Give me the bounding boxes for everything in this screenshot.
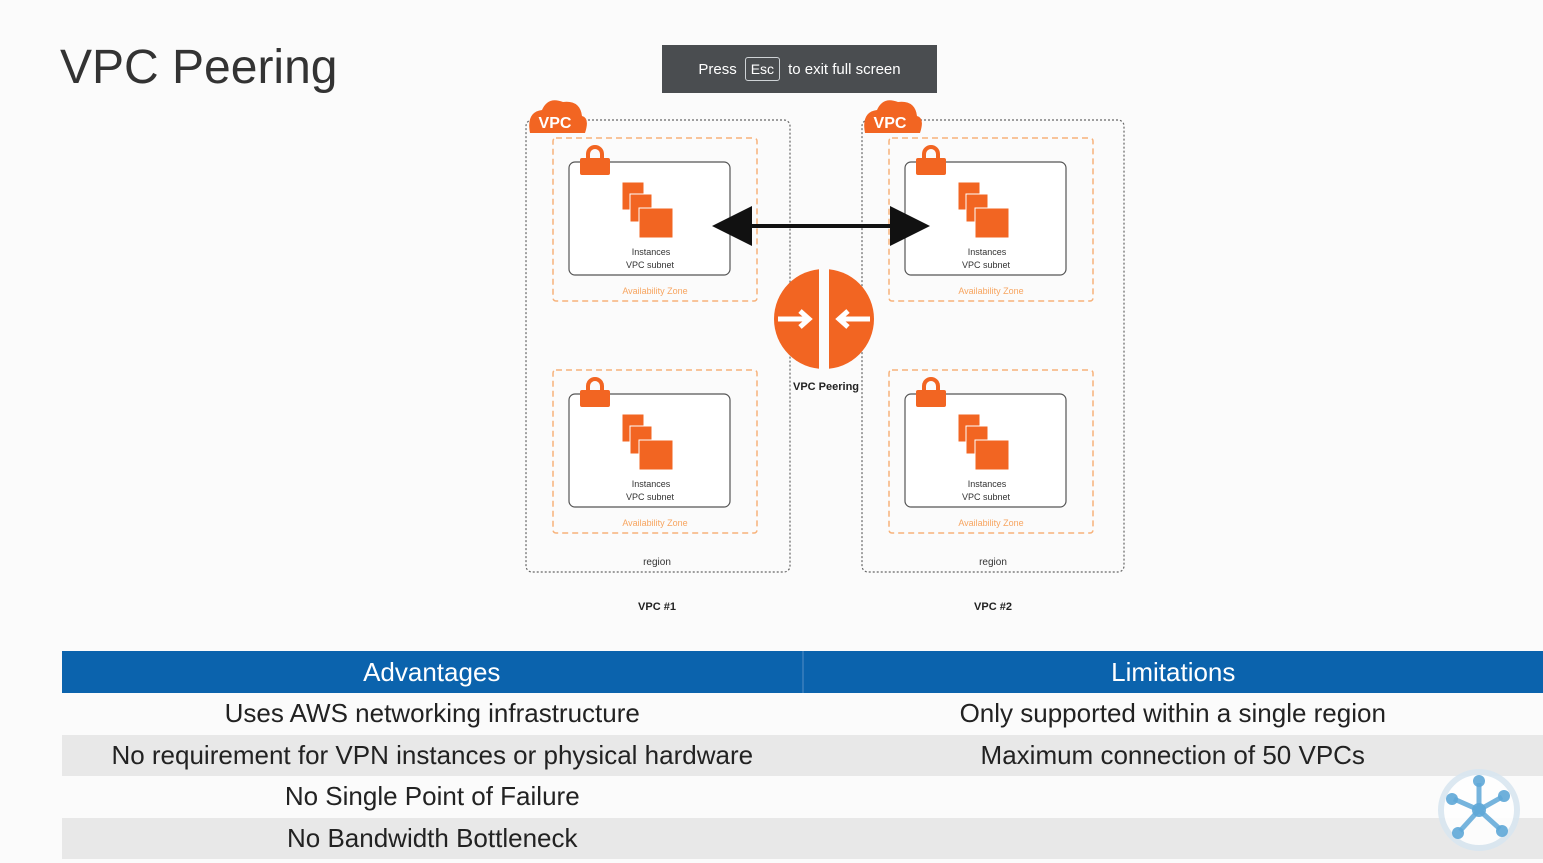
- vpc-2-cloud-icon: VPC: [864, 100, 922, 133]
- table-row: No Bandwidth Bottleneck: [62, 817, 1543, 860]
- vpc-1-region-label: region: [643, 557, 671, 568]
- advantage-cell: Uses AWS networking infrastructure: [224, 698, 640, 729]
- vpc-peering-icon: [774, 266, 874, 372]
- advantage-cell: No Single Point of Failure: [284, 781, 580, 812]
- table-row: No Single Point of Failure: [62, 776, 1543, 818]
- limitation-cell: [803, 818, 1543, 860]
- slide-title: VPC Peering: [60, 41, 338, 94]
- limitation-cell: [803, 776, 1543, 818]
- table-row: No requirement for VPN instances or phys…: [62, 734, 1543, 776]
- subnet-vpc2-bottom: Instances VPC subnet Availability Zone: [888, 369, 1094, 534]
- vpc-2-badge: VPC: [874, 115, 907, 132]
- toast-press-text: Press: [698, 60, 737, 78]
- limitation-cell: Only supported within a single region: [959, 698, 1386, 729]
- instances-label: Instances: [968, 247, 1007, 257]
- subnet-vpc1-bottom: Instances VPC subnet Availability Zone: [552, 369, 758, 534]
- lock-icon: [916, 145, 946, 175]
- limitations-header: Limitations: [801, 651, 1543, 693]
- availability-zone-box: [888, 369, 1094, 534]
- availability-zone-box: [552, 369, 758, 534]
- vpc-1-badge: VPC: [539, 115, 572, 132]
- vpc-2-label: VPC #2: [974, 601, 1012, 613]
- subnet-label: VPC subnet: [626, 492, 675, 502]
- instances-icon: [957, 181, 1010, 239]
- toast-exit-text: to exit full screen: [788, 60, 901, 78]
- availability-zone-label: Availability Zone: [958, 518, 1023, 528]
- esc-key-badge: Esc: [744, 57, 781, 81]
- lock-icon: [916, 377, 946, 407]
- lock-icon: [580, 145, 610, 175]
- subnet-vpc1-top: Instances VPC subnet Availability Zone: [552, 137, 758, 302]
- instances-icon: [621, 413, 674, 471]
- availability-zone-label: Availability Zone: [622, 286, 687, 296]
- limitation-cell: Maximum connection of 50 VPCs: [980, 739, 1365, 770]
- availability-zone-label: Availability Zone: [622, 518, 687, 528]
- instances-icon: [957, 413, 1010, 471]
- vpc-2-region-label: region: [979, 557, 1007, 568]
- instances-label: Instances: [632, 479, 671, 489]
- availability-zone-label: Availability Zone: [958, 286, 1023, 296]
- vpc-1-cloud-icon: VPC: [529, 100, 587, 133]
- vpc-2-group: VPC region VPC #2: [861, 100, 1125, 613]
- subnet-vpc2-top: Instances VPC subnet Availability Zone: [888, 137, 1094, 302]
- fullscreen-toast: Press Esc to exit full screen: [662, 45, 937, 93]
- instances-label: Instances: [632, 247, 671, 257]
- advantages-header: Advantages: [363, 656, 501, 687]
- subnet-label: VPC subnet: [962, 260, 1011, 270]
- vpc-peering-label: VPC Peering: [793, 381, 859, 393]
- comparison-table: Advantages Limitations Uses AWS networki…: [62, 651, 1543, 859]
- table-header: Advantages Limitations: [62, 651, 1543, 693]
- subnet-label: VPC subnet: [626, 260, 675, 270]
- advantage-cell: No requirement for VPN instances or phys…: [111, 739, 754, 770]
- instances-label: Instances: [968, 479, 1007, 489]
- advantage-cell: No Bandwidth Bottleneck: [286, 822, 578, 853]
- table-row: Uses AWS networking infrastructure Only …: [62, 693, 1543, 735]
- network-logo-icon: [1438, 769, 1520, 851]
- vpc-peering-diagram: VPC region VPC #1 VPC region VPC #2 Inst…: [525, 100, 1125, 613]
- vpc-2-region-box: [861, 119, 1125, 573]
- vpc-1-label: VPC #1: [638, 601, 676, 613]
- instances-icon: [621, 181, 674, 239]
- lock-icon: [580, 377, 610, 407]
- subnet-label: VPC subnet: [962, 492, 1011, 502]
